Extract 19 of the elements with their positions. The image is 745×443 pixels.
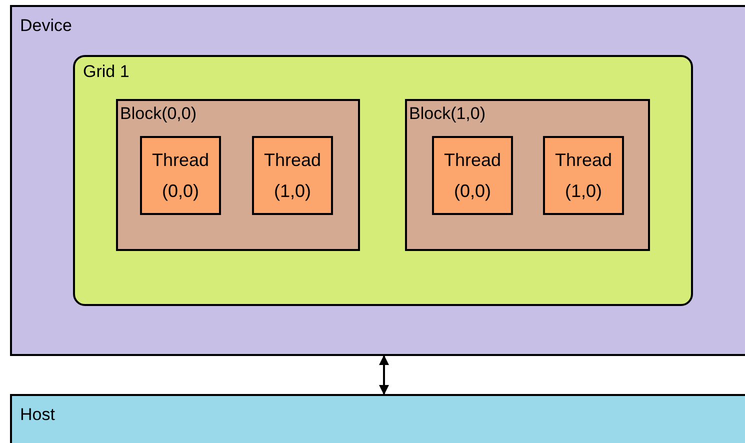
thread-box [432,136,513,215]
device-panel [10,5,745,356]
block-label: Block(0,0) [120,103,197,124]
block-box [116,99,360,251]
thread-label: Thread (1,0) [554,148,614,203]
thread-label: Thread (0,0) [442,148,502,203]
thread-label: Thread (1,0) [262,148,322,203]
arrow [379,355,389,395]
device-label: Device [20,15,72,36]
host-panel [10,394,745,443]
thread-box [252,136,333,215]
block-label: Block(1,0) [409,103,486,124]
host-label: Host [20,404,55,426]
thread-box [543,136,624,215]
grid-label: Grid 1 [83,61,130,82]
grid-panel [73,55,693,306]
block-box [405,99,650,251]
thread-box [140,136,221,215]
thread-label: Thread (0,0) [150,148,210,203]
